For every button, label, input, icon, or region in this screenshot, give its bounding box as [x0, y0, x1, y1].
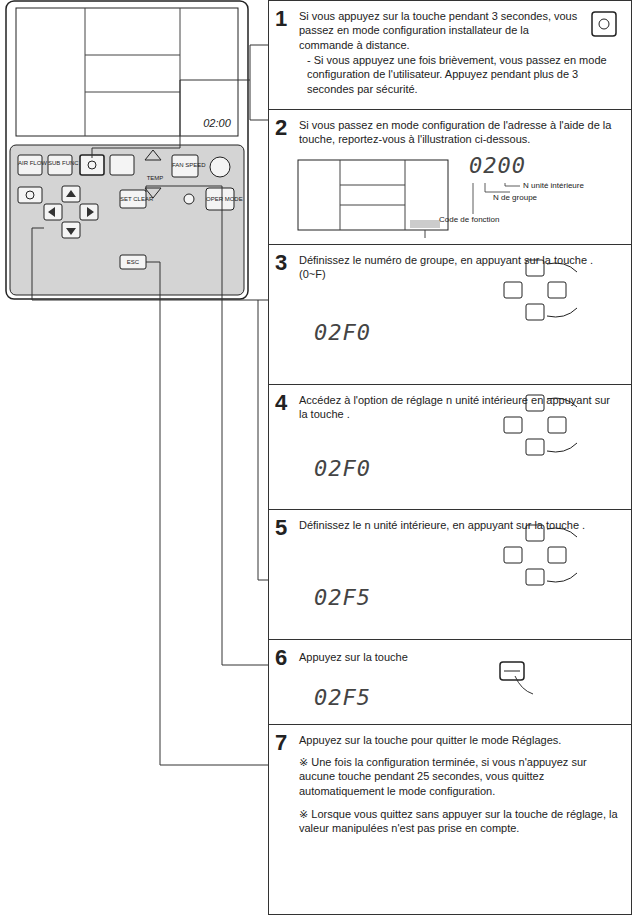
- step-box: 7 Appuyez sur la touche pour quitter le m…: [268, 725, 632, 915]
- button-label: TEMP: [143, 175, 167, 181]
- display-readout: 02F0: [314, 319, 371, 348]
- step-number: 2: [275, 114, 287, 143]
- step-text: ※ Lorsque vous quittez sans appuyer sur …: [299, 807, 619, 836]
- screen-readout: 02:00: [200, 118, 234, 129]
- step-box: 4 Accédez à l'option de réglage n unité i…: [268, 385, 632, 510]
- step-box: 3 Définissez le numéro de groupe, en appu…: [268, 245, 632, 385]
- button-label: SUB FUNC: [48, 160, 72, 166]
- step-text: Accédez à l'option de réglage n unité in…: [299, 393, 619, 422]
- display-annotation: N unité intérieure: [523, 182, 584, 190]
- step-text: Définissez le n unité intérieure, en app…: [299, 518, 619, 532]
- display-readout: 02F0: [314, 455, 371, 484]
- remote-body: [6, 1, 248, 299]
- step-text: Si vous passez en mode configuration de …: [299, 118, 619, 147]
- display-readout: 0200: [469, 152, 526, 181]
- step-box: 1 Si vous appuyez sur la touche pendant 3…: [268, 0, 632, 110]
- step-text: ※ Une fois la configuration terminée, si…: [299, 755, 619, 798]
- step-number: 3: [275, 249, 287, 278]
- step-text: Si vous appuyez sur la touche pendant 3 …: [299, 9, 579, 52]
- button-label: ESC: [120, 259, 146, 265]
- step-number: 6: [275, 644, 287, 673]
- button-label: OPER MODE: [206, 196, 234, 202]
- step-number: 1: [275, 5, 287, 34]
- display-readout: 02F5: [314, 584, 371, 613]
- lcd-screen: [16, 8, 238, 136]
- step-box: 6 Appuyez sur la touche 02F5: [268, 640, 632, 725]
- button-label: AIR FLOW: [18, 160, 42, 166]
- step-text: Appuyez sur la touche: [299, 650, 499, 664]
- step-number: 7: [275, 729, 287, 758]
- display-readout: 02F5: [314, 684, 371, 713]
- display-annotation: Code de fonction: [439, 216, 500, 224]
- step-number: 5: [275, 514, 287, 543]
- button-label: FAN SPEED: [172, 162, 198, 168]
- step-text: Appuyez sur la touche pour quitter le mo…: [299, 733, 619, 747]
- step-number: 4: [275, 389, 287, 418]
- display-annotation: N de groupe: [493, 194, 537, 202]
- button-panel: [10, 145, 244, 295]
- step-box: 5 Définissez le n unité intérieure, en ap…: [268, 510, 632, 640]
- step-box: 2 Si vous passez en mode configuration de…: [268, 110, 632, 245]
- button-label: SET CLEAR: [120, 196, 146, 202]
- step-text: Définissez le numéro de groupe, en appuy…: [299, 253, 619, 282]
- step-text: - Si vous appuyez une fois brièvement, v…: [307, 53, 617, 96]
